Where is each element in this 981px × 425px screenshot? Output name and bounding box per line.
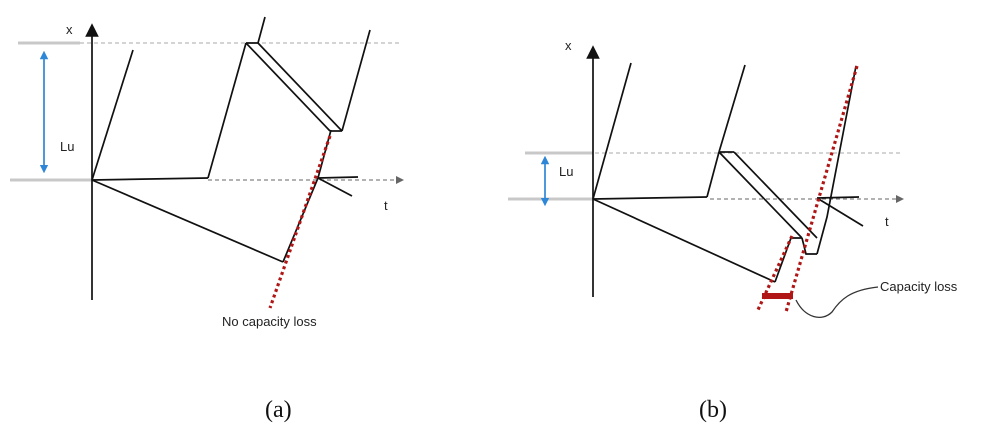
diagram-a: x t Lu No capacity loss (10, 16, 404, 329)
capacity-boundary-line (268, 135, 332, 309)
annotation-label: No capacity loss (222, 314, 317, 329)
length-label: Lu (559, 164, 573, 179)
length-label: Lu (60, 139, 74, 154)
x-axis-label: x (565, 38, 572, 53)
capacity-loss-leader (795, 286, 879, 318)
caption-a: (a) (265, 397, 292, 423)
t-axis-label: t (885, 214, 889, 229)
t-axis-label: t (384, 198, 388, 213)
x-axis-label: x (66, 22, 73, 37)
diagram-b: x t Lu Capacity loss (508, 38, 958, 318)
caption-b: (b) (699, 397, 727, 423)
capacity-boundary-line-right (784, 65, 859, 313)
capacity-boundary-line-left (755, 235, 794, 313)
trajectory-lines (91, 16, 371, 263)
annotation-label: Capacity loss (880, 279, 958, 294)
trajectory-lines (592, 62, 864, 283)
